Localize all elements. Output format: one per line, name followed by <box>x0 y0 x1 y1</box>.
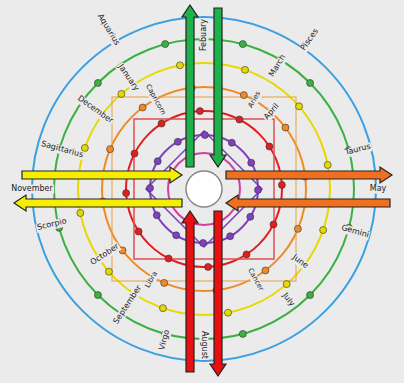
ring-dot <box>282 124 289 131</box>
direction-arrow <box>226 167 392 183</box>
ring-dot <box>320 227 327 234</box>
ring-dot <box>243 251 250 258</box>
ring-dot <box>242 66 249 73</box>
zodiac-label: Capricorn <box>143 82 167 117</box>
zodiac-label: Aries <box>247 90 263 111</box>
ring-dot <box>118 90 125 97</box>
month-label: Febuary <box>200 18 209 52</box>
magenta-ring <box>168 153 240 225</box>
ring-dot <box>153 212 160 219</box>
zodiac-label: Virgo <box>158 328 172 352</box>
ring-dot <box>307 292 314 299</box>
orange-square <box>112 97 296 281</box>
ring-dot <box>225 309 232 316</box>
orange-ring <box>102 87 306 291</box>
ring-dot <box>247 213 254 220</box>
zodiac-label: Sagittarius <box>39 140 85 160</box>
ring-dot <box>270 221 277 228</box>
purple-diamond <box>146 131 262 247</box>
ring-dot <box>159 305 166 312</box>
month-label: November <box>10 185 54 194</box>
ring-dot <box>94 292 101 299</box>
zodiac-label: Libra <box>144 270 160 291</box>
ring-dot <box>228 139 235 146</box>
direction-arrow <box>226 195 390 211</box>
month-label: July <box>280 291 297 309</box>
direction-arrow <box>182 5 198 167</box>
zodiac-label: Gemini <box>339 224 371 241</box>
month-label: January <box>115 62 141 94</box>
ring-dot <box>131 150 138 157</box>
green-ring <box>54 39 354 339</box>
month-label: August <box>200 330 209 360</box>
ring-dot <box>248 159 255 166</box>
month-label: October <box>88 242 121 268</box>
month-label: April <box>262 101 282 122</box>
ring-dot <box>139 104 146 111</box>
ring-dot <box>201 132 208 139</box>
ring-dot <box>240 92 247 99</box>
ring-dot <box>227 233 234 240</box>
ring-dot <box>239 330 246 337</box>
ring-dot <box>158 120 165 127</box>
zodiac-label: Aquarius <box>95 12 122 48</box>
ring-dot <box>176 62 183 69</box>
blue-ring <box>32 17 376 361</box>
ring-dot <box>296 103 303 110</box>
zodiac-label: Taurus <box>343 142 372 157</box>
zodiac-label: Scorpio <box>35 217 68 233</box>
direction-arrow <box>182 211 198 372</box>
ring-dot <box>94 79 101 86</box>
direction-arrow <box>14 195 182 211</box>
ring-dot <box>262 267 269 274</box>
ring-dot <box>254 186 261 193</box>
ring-dot <box>307 79 314 86</box>
ring-dot <box>205 263 212 270</box>
ring-dot <box>324 161 331 168</box>
ring-dot <box>236 116 243 123</box>
ring-dot <box>154 158 161 165</box>
ring-dot <box>162 41 169 48</box>
month-label: December <box>75 94 115 127</box>
month-label: May <box>369 185 388 194</box>
direction-arrow <box>210 211 226 376</box>
red-square <box>134 119 274 259</box>
yellow-ring <box>78 63 330 315</box>
ring-dot <box>77 210 84 217</box>
month-label: September <box>112 283 145 326</box>
center-circle <box>186 171 222 207</box>
zodiac-label: Pisces <box>299 27 322 54</box>
ring-dot <box>147 185 154 192</box>
month-label: June <box>290 253 311 272</box>
ring-dot <box>174 138 181 145</box>
ring-dot <box>200 239 207 246</box>
month-label: March <box>267 52 288 79</box>
ring-dot <box>196 108 203 115</box>
direction-arrow <box>22 167 182 183</box>
ring-dot <box>161 279 168 286</box>
ring-dot <box>173 232 180 239</box>
ring-dot <box>165 255 172 262</box>
zodiac-label: Cancer <box>245 266 265 293</box>
ring-dot <box>107 146 114 153</box>
ring-dot <box>135 228 142 235</box>
ring-dot <box>123 190 130 197</box>
ring-dot <box>239 41 246 48</box>
ring-dot <box>105 268 112 275</box>
ring-dot <box>294 225 301 232</box>
purple-ring <box>150 135 258 243</box>
ring-dot <box>278 181 285 188</box>
red-ring <box>126 111 282 267</box>
ring-dot <box>266 143 273 150</box>
ring-dot <box>283 281 290 288</box>
direction-arrow <box>210 8 226 167</box>
